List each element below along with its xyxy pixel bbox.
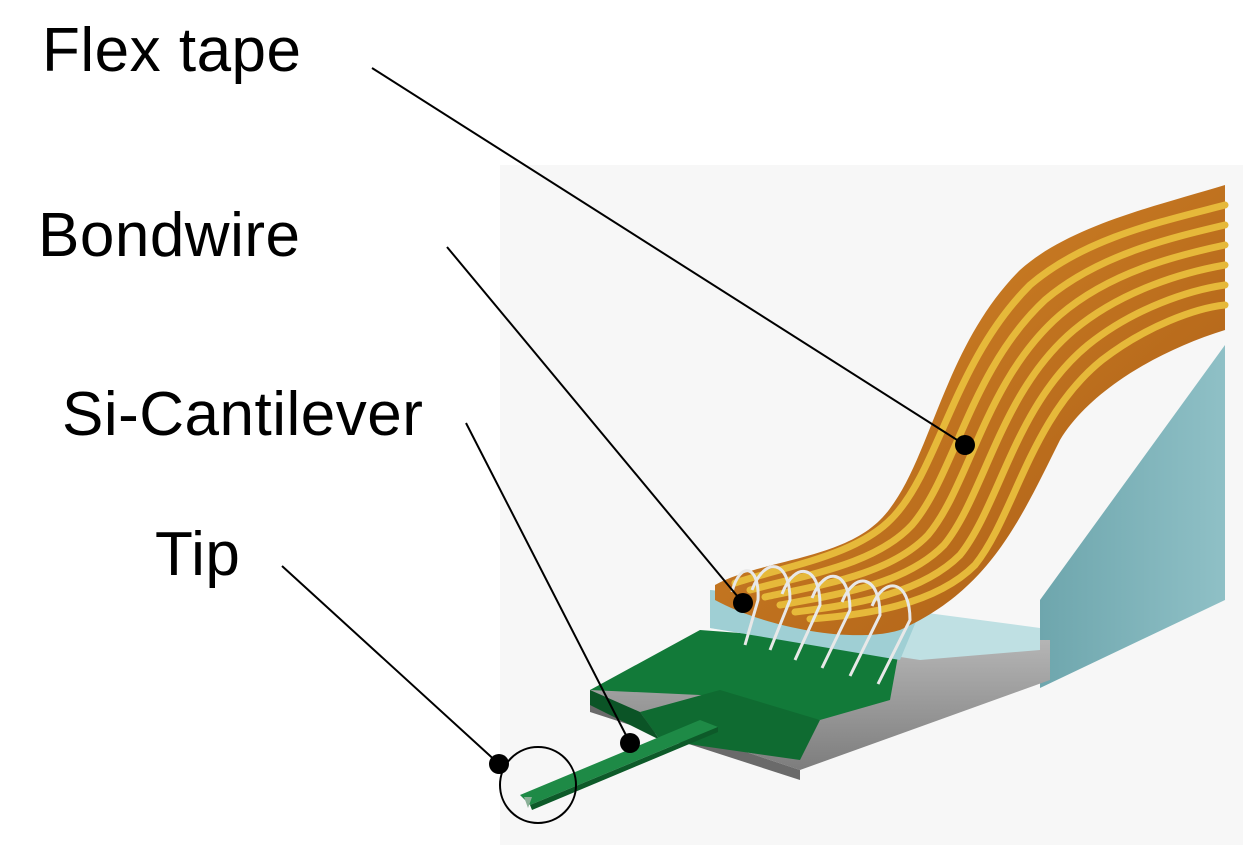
leader-flex-tape: [371, 67, 966, 446]
flex-tape-stripes: [731, 201, 1229, 623]
cantilever-beam: [520, 720, 718, 805]
leader-si-cantilever: [465, 422, 631, 744]
dot-si-cantilever: [620, 733, 640, 753]
pcb-board: [590, 630, 900, 720]
bondwires: [730, 565, 912, 685]
probe-tip: [524, 797, 532, 808]
leader-lines: [281, 67, 966, 765]
dot-flex-tape: [955, 435, 975, 455]
tip-highlight-circle: [499, 746, 577, 824]
leader-bondwire: [446, 246, 744, 604]
label-bondwire: Bondwire: [38, 201, 301, 270]
cantilever-beam-side: [530, 727, 718, 810]
label-flex-tape: Flex tape: [42, 16, 302, 85]
leader-tip: [281, 565, 500, 765]
label-si-cantilever: Si-Cantilever: [62, 380, 424, 449]
dot-tip: [489, 754, 509, 774]
pcb-edge: [590, 690, 660, 740]
label-tip: Tip: [155, 520, 241, 589]
dot-bondwire: [733, 593, 753, 613]
holder-block: [1040, 345, 1225, 688]
